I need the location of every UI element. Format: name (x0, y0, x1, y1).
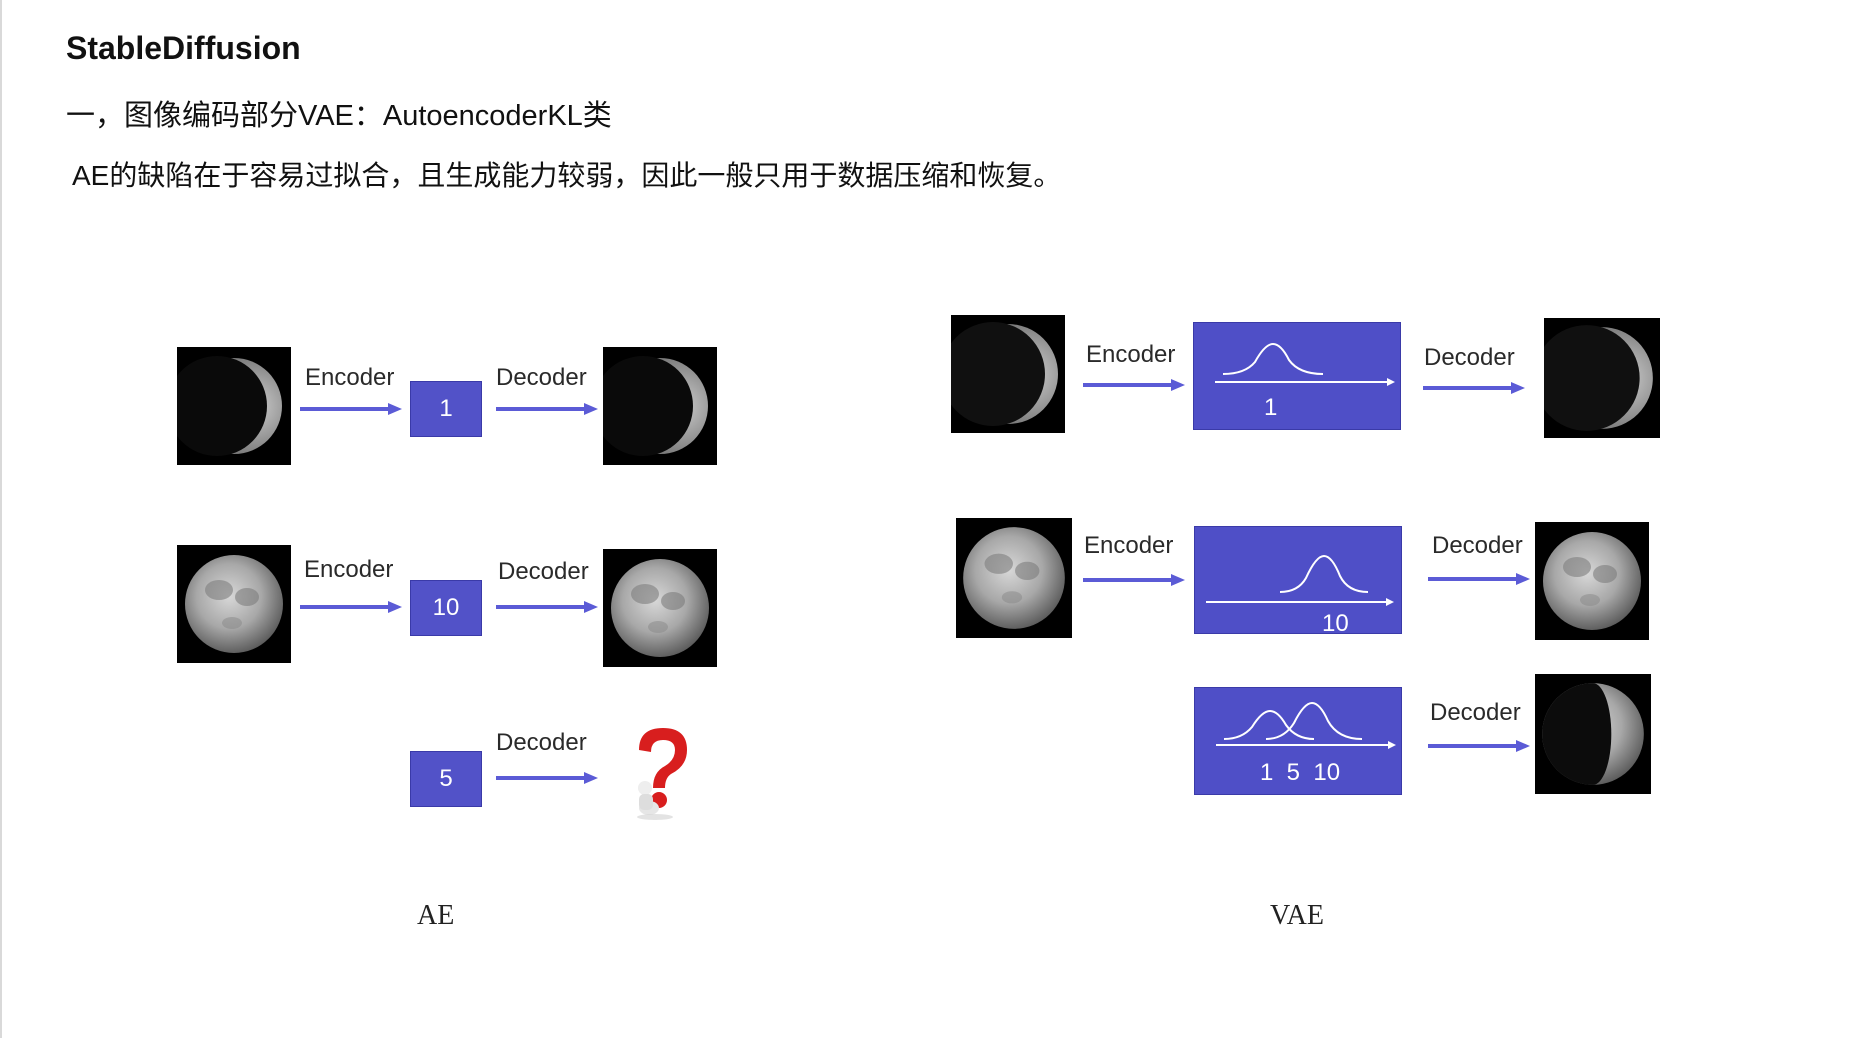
crescent-moon-input (177, 347, 291, 465)
ae-row2-decoder-arrow (496, 600, 598, 613)
full-moon-input (956, 518, 1072, 638)
vae-row1-decoder-label: Decoder (1424, 344, 1515, 371)
gaussian-curve-icon (1206, 554, 1394, 606)
vae-row2-encoder-arrow (1083, 573, 1185, 586)
full-moon-output (1535, 522, 1649, 640)
crescent-moon-output (603, 347, 717, 465)
ae-row3-decoder-arrow (496, 771, 598, 784)
ae-row3-decoder-label: Decoder (496, 729, 587, 756)
section-note: AE的缺陷在于容易过拟合，且生成能力较弱，因此一般只用于数据压缩和恢复。 (72, 160, 1062, 191)
ae-row2-latent-box: 10 (410, 580, 482, 636)
crescent-moon-output (1544, 318, 1660, 438)
vae-row2-encoder-label: Encoder (1084, 532, 1174, 559)
ae-row2-encoder-label: Encoder (304, 556, 394, 583)
full-moon-input (177, 545, 291, 663)
ae-row1-encoder-arrow (300, 402, 402, 415)
question-mark-figure-icon (625, 722, 695, 822)
ae-row3-latent-box: 5 (410, 751, 482, 807)
vae-row2-value: 10 (1322, 610, 1349, 637)
ae-row1-latent-box: 1 (410, 381, 482, 437)
vae-row1-encoder-arrow (1083, 378, 1185, 391)
mixed-gaussian-curves-icon (1216, 701, 1396, 749)
ae-row1-decoder-arrow (496, 402, 598, 415)
section-heading: 一，图像编码部分VAE：AutoencoderKL类 (66, 100, 612, 132)
full-moon-output (603, 549, 717, 667)
vae-row1-value: 1 (1264, 394, 1278, 421)
ae-row2-encoder-arrow (300, 600, 402, 613)
vae-row3-decoder-label: Decoder (1430, 699, 1521, 726)
page-left-border (0, 0, 2, 1038)
ae-row1-decoder-label: Decoder (496, 364, 587, 391)
ae-row1-encoder-label: Encoder (305, 364, 395, 391)
vae-row1-decoder-arrow (1423, 381, 1525, 394)
ae-row2-decoder-label: Decoder (498, 558, 589, 585)
vae-row1-distribution-box: 1 (1193, 322, 1401, 430)
vae-row3-distribution-box: 1 5 10 (1194, 687, 1402, 795)
half-moon-output (1535, 674, 1651, 794)
vae-row3-values: 1 5 10 (1260, 759, 1341, 786)
page-title: StableDiffusion (66, 30, 301, 66)
gaussian-curve-icon (1215, 342, 1395, 386)
ae-caption: AE (417, 900, 455, 931)
crescent-moon-input (951, 315, 1065, 433)
vae-row2-distribution-box: 10 (1194, 526, 1402, 637)
vae-caption: VAE (1270, 900, 1324, 931)
vae-row1-encoder-label: Encoder (1086, 341, 1176, 368)
vae-row2-decoder-arrow (1428, 572, 1530, 585)
vae-row3-decoder-arrow (1428, 739, 1530, 752)
vae-row2-decoder-label: Decoder (1432, 532, 1523, 559)
